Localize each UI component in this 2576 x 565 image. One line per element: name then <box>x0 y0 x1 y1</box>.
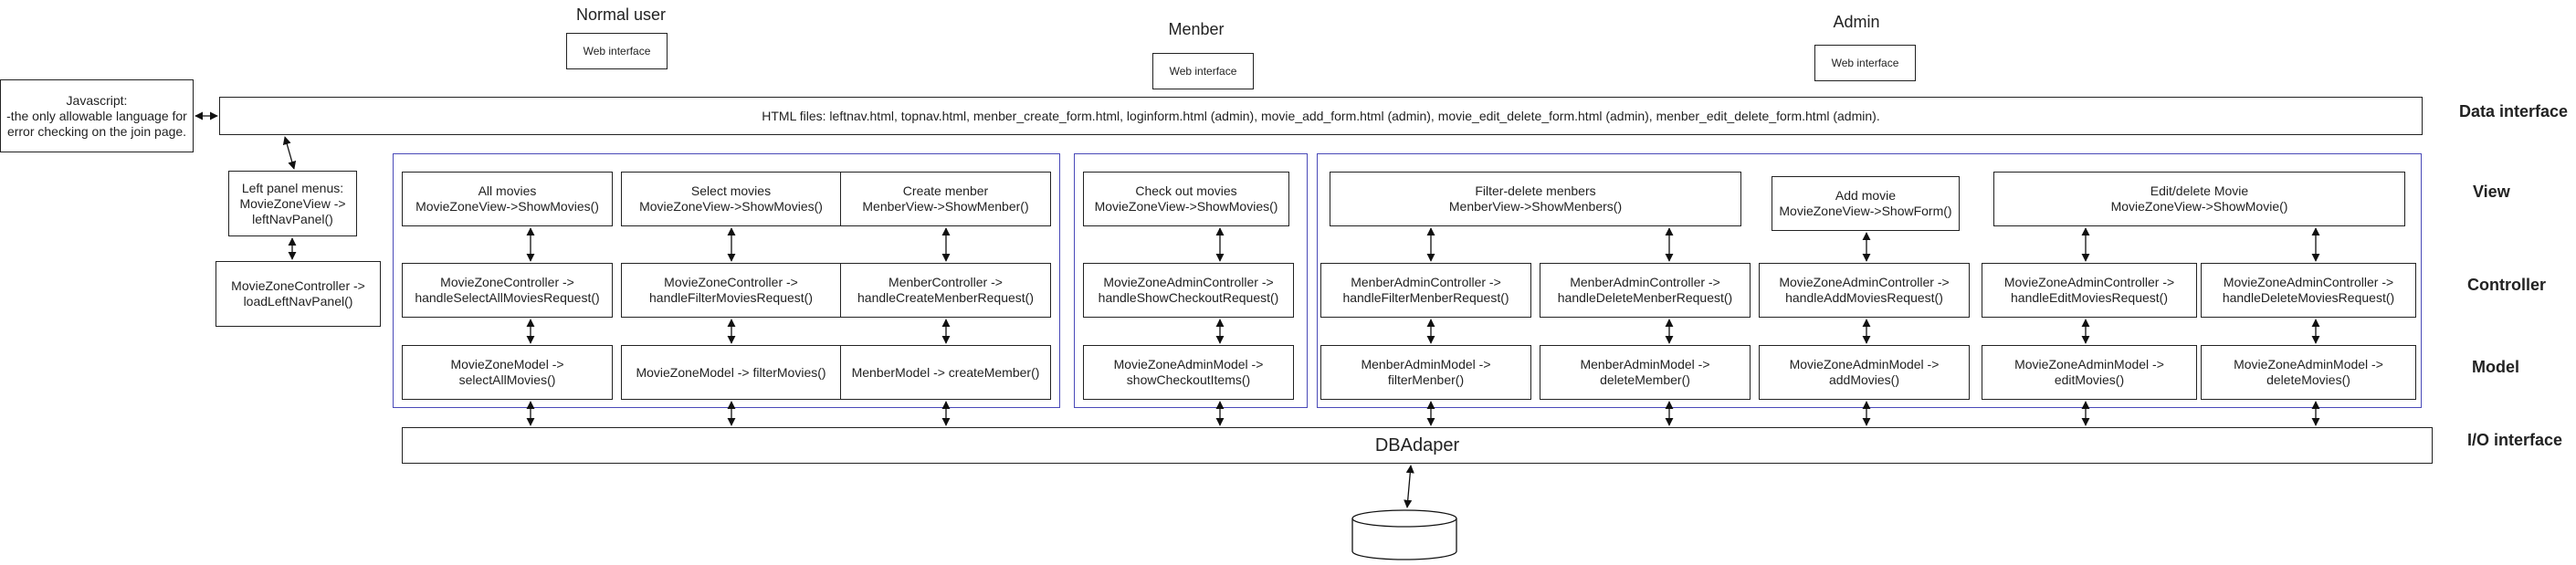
normal-view-select-movies: Select movies MovieZoneView->ShowMovies(… <box>621 172 841 226</box>
normal-model-create-menber: MenberModel -> createMember() <box>840 345 1051 400</box>
normal-model-filter: MovieZoneModel -> filterMovies() <box>621 345 841 400</box>
admin-model-delete-menber: MenberAdminModel -> deleteMember() <box>1540 345 1751 400</box>
admin-view-filter-delete-menbers: Filter-delete menbers MenberView->ShowMe… <box>1330 172 1741 226</box>
layer-view: View <box>2473 183 2510 201</box>
normal-view-all-movies: All movies MovieZoneView->ShowMovies() <box>402 172 613 226</box>
admin-view-edit-delete-movie: Edit/delete Movie MovieZoneView->ShowMov… <box>1993 172 2405 226</box>
layer-model: Model <box>2472 358 2519 376</box>
menber-group <box>1074 153 1308 408</box>
web-interface-normal-user: Web interface <box>566 33 668 69</box>
admin-controller-add-movies: MovieZoneAdminController -> handleAddMov… <box>1759 263 1970 318</box>
layer-data-interface: Data interface <box>2459 102 2569 120</box>
menber-model-checkout: MovieZoneAdminModel -> showCheckoutItems… <box>1083 345 1294 400</box>
admin-model-edit-movies: MovieZoneAdminModel -> editMovies() <box>1982 345 2197 400</box>
normal-model-select-all: MovieZoneModel -> selectAllMovies() <box>402 345 613 400</box>
admin-model-filter-menber: MenberAdminModel -> filterMenber() <box>1320 345 1531 400</box>
web-interface-admin: Web interface <box>1814 45 1916 81</box>
admin-model-delete-movies: MovieZoneAdminModel -> deleteMovies() <box>2201 345 2416 400</box>
normal-controller-filter: MovieZoneController -> handleFilterMovie… <box>621 263 841 318</box>
menber-controller-checkout: MovieZoneAdminController -> handleShowCh… <box>1083 263 1294 318</box>
web-interface-menber: Web interface <box>1152 53 1254 89</box>
admin-model-add-movies: MovieZoneAdminModel -> addMovies() <box>1759 345 1970 400</box>
layer-io-interface: I/O interface <box>2467 431 2563 449</box>
left-panel-view: Left panel menus: MovieZoneView -> leftN… <box>228 171 357 236</box>
html-files-bar: HTML files: leftnav.html, topnav.html, m… <box>219 97 2423 135</box>
dbadapter-bar: DBAdaper <box>402 427 2433 464</box>
left-panel-controller: MovieZoneController -> loadLeftNavPanel(… <box>216 261 381 327</box>
normal-view-create-menber: Create menber MenberView->ShowMenber() <box>840 172 1051 226</box>
normal-controller-create-menber: MenberController -> handleCreateMenberRe… <box>840 263 1051 318</box>
role-admin: Admin <box>1833 13 1880 31</box>
admin-controller-filter-menber: MenberAdminController -> handleFilterMen… <box>1320 263 1531 318</box>
admin-view-add-movie: Add movie MovieZoneView->ShowForm() <box>1772 176 1960 231</box>
role-menber: Menber <box>1168 20 1225 38</box>
normal-user-group <box>393 153 1060 408</box>
normal-controller-select-all: MovieZoneController -> handleSelectAllMo… <box>402 263 613 318</box>
layer-controller: Controller <box>2467 276 2547 294</box>
role-normal-user: Normal user <box>575 5 667 24</box>
admin-controller-delete-menber: MenberAdminController -> handleDeleteMen… <box>1540 263 1751 318</box>
admin-controller-edit-movies: MovieZoneAdminController -> handleEditMo… <box>1982 263 2197 318</box>
database-icon <box>1351 509 1457 560</box>
admin-controller-delete-movies: MovieZoneAdminController -> handleDelete… <box>2201 263 2416 318</box>
javascript-note: Javascript: -the only allowable language… <box>0 79 194 152</box>
menber-view-checkout: Check out movies MovieZoneView->ShowMovi… <box>1083 172 1289 226</box>
